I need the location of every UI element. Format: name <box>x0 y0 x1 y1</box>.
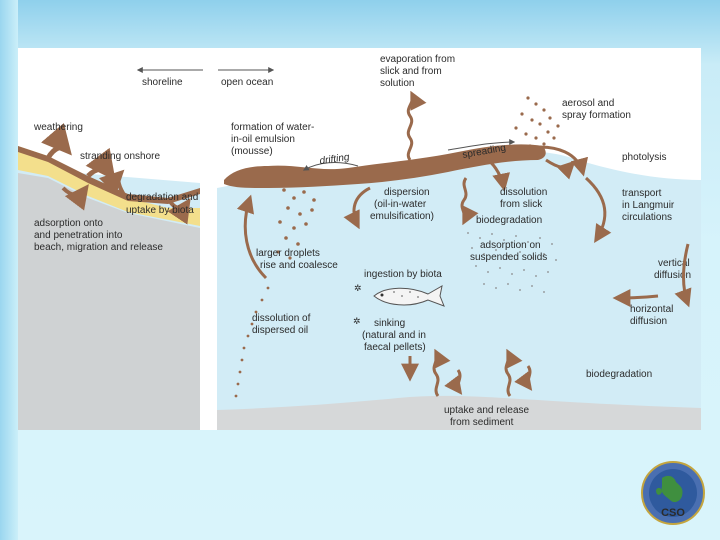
dispersion-arrow <box>343 186 371 230</box>
diagram-canvas: weathering stranding onshore degradation… <box>18 48 701 430</box>
beach-oil-arrow <box>98 169 128 200</box>
logo-text: CSO <box>661 507 685 519</box>
label-sinking: sinking (natural and in faecal pellets) <box>362 318 429 353</box>
slick-circulation-arrow <box>527 145 589 177</box>
label-evaporation: evaporation from slick and from solution <box>380 54 458 89</box>
slick-circulation-arrow <box>545 158 576 180</box>
plankton-icon: ✲ <box>353 316 361 326</box>
label-dispersion: dispersion (oil-in-water emulsification) <box>370 187 434 222</box>
rising-droplets-dots <box>234 188 316 398</box>
plankton-icon: ✲ <box>354 283 362 293</box>
fish-icon <box>373 285 445 307</box>
beach-oil-arrow <box>61 184 89 211</box>
drifting-arrow <box>302 162 359 171</box>
label-adsorption-beach: adsorption onto and penetration into bea… <box>34 218 163 253</box>
seabed-sediment <box>217 395 701 430</box>
label-drifting: drifting <box>319 152 351 167</box>
dissolution-wavy-arrow <box>460 177 479 226</box>
label-shoreline: shoreline <box>142 77 183 88</box>
ocean-water <box>217 151 701 430</box>
label-vertical-diffusion: vertical diffusion <box>654 258 692 281</box>
shore-panel: weathering stranding onshore degradation… <box>18 122 201 430</box>
label-dissolution-slick: dissolution from slick <box>500 187 550 210</box>
spreading-arrow <box>447 139 516 151</box>
label-horizontal-diffusion: horizontal diffusion <box>630 304 676 327</box>
panel-divider <box>200 48 217 430</box>
label-stranding: stranding onshore <box>80 151 160 162</box>
label-adsorption-solids: adsorption on suspended solids <box>470 240 547 263</box>
label-biodegradation-upper: biodegradation <box>476 215 542 226</box>
label-weathering: weathering <box>33 122 83 133</box>
oil-weathering-diagram: weathering stranding onshore degradation… <box>18 48 701 430</box>
sediment-exchange-arrow <box>504 348 523 397</box>
slick-circulation-arrow <box>487 158 510 192</box>
label-emulsion: formation of water- in-oil emulsion (mou… <box>231 122 317 157</box>
globe-logo-icon: CSO <box>641 461 705 525</box>
ocean-panel: shoreline open ocean evaporation from sl… <box>136 54 701 430</box>
label-sediment: uptake and release from sediment <box>444 405 532 428</box>
sediment-exchange-arrow <box>444 369 463 395</box>
label-dissolution-dispersed: dissolution of dispersed oil <box>252 313 313 336</box>
vertical-diffusion-arrow <box>674 243 692 308</box>
label-open-ocean: open ocean <box>221 77 273 88</box>
label-ingestion: ingestion by biota <box>364 269 442 280</box>
beach-oil-arrow <box>40 123 72 160</box>
oil-slick <box>224 144 546 188</box>
suspended-solids-speckle <box>467 232 557 293</box>
label-aerosol: aerosol and spray formation <box>562 98 631 121</box>
cso-logo: CSO <box>640 460 706 526</box>
beach-oil-arrow <box>166 196 191 225</box>
langmuir-arrow <box>584 176 612 244</box>
slide-left-band <box>0 0 18 540</box>
label-photolysis: photolysis <box>622 152 666 163</box>
droplets-rise-arrow <box>236 194 268 280</box>
evaporation-wavy-arrow <box>406 90 427 161</box>
label-transport: transport in Langmuir circulations <box>622 188 677 223</box>
sediment-exchange-arrow <box>514 365 533 391</box>
label-larger-droplets: larger droplets rise and coalesce <box>256 248 338 271</box>
horizontal-diffusion-arrow <box>612 288 659 307</box>
sediment-exchange-arrow <box>432 348 451 397</box>
label-biodegradation-lower: biodegradation <box>586 369 652 380</box>
aerosol-spray-dots <box>514 96 560 148</box>
label-degradation: degradation and uptake by biota <box>126 192 201 216</box>
shore-rock <box>18 173 200 430</box>
